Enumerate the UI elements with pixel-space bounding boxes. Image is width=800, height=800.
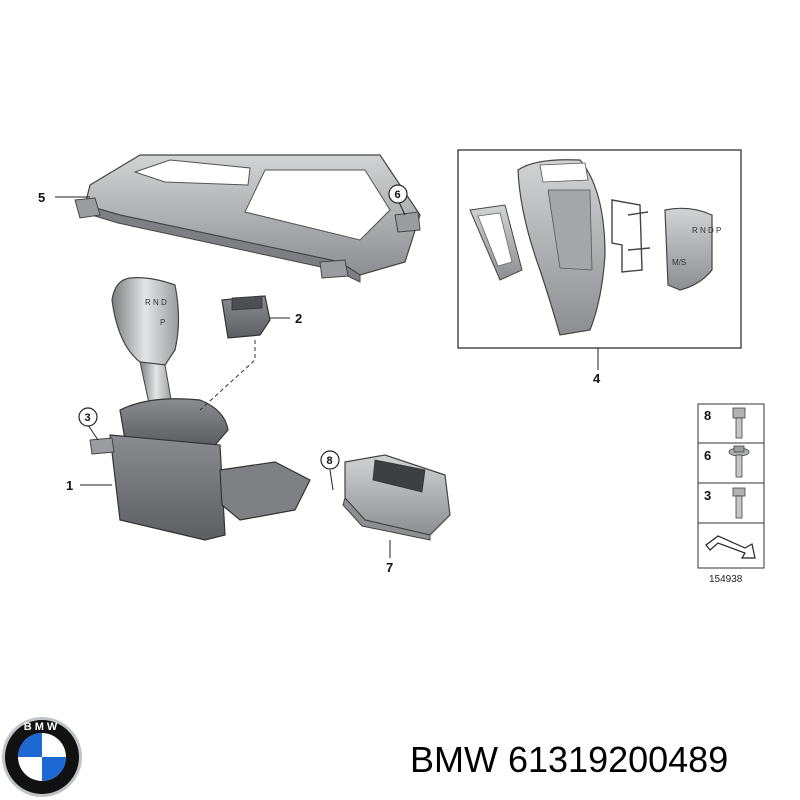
callout-5: 5 [38, 190, 45, 205]
callout-7: 7 [386, 560, 393, 575]
callout-8-circle [320, 450, 340, 470]
fastener-legend: 8 6 3 154938 [697, 403, 765, 585]
legend-num-3: 3 [704, 488, 711, 503]
knob-marks: R N D [145, 298, 167, 307]
knob-side-label: P [160, 318, 165, 327]
part-2-switch [221, 295, 271, 339]
callout-2: 2 [295, 311, 302, 326]
callout-3-circle [78, 407, 98, 427]
legend-num-6: 6 [704, 448, 711, 463]
hex-bolt-icon [732, 487, 746, 519]
part-5-console-frame [74, 154, 421, 283]
socket-head-screw-icon [732, 407, 746, 439]
trim-side-label: M/S [672, 258, 686, 267]
bmw-logo: BMW [2, 717, 82, 797]
connector-2-1 [199, 340, 256, 411]
arrow-symbol-icon [705, 535, 756, 559]
part-1-shifter-assembly: R N D P [89, 277, 311, 541]
bmw-logo-text: BMW [24, 721, 61, 733]
callout-6: 6 [395, 189, 401, 201]
part-4-detail-box: R N D P M/S [457, 149, 742, 349]
legend-num-8: 8 [704, 408, 711, 423]
part-number-caption: BMW 61319200489 [410, 739, 729, 780]
callout-1: 1 [66, 478, 73, 493]
diagram-id: 154938 [709, 574, 743, 585]
callout-6-circle [388, 184, 408, 204]
flange-screw-icon [728, 445, 750, 478]
callout-3: 3 [85, 412, 91, 424]
trim-marks: R N D P [692, 226, 721, 235]
callout-8: 8 [327, 455, 333, 467]
part-7-module [342, 454, 451, 541]
callout-4: 4 [593, 371, 601, 386]
